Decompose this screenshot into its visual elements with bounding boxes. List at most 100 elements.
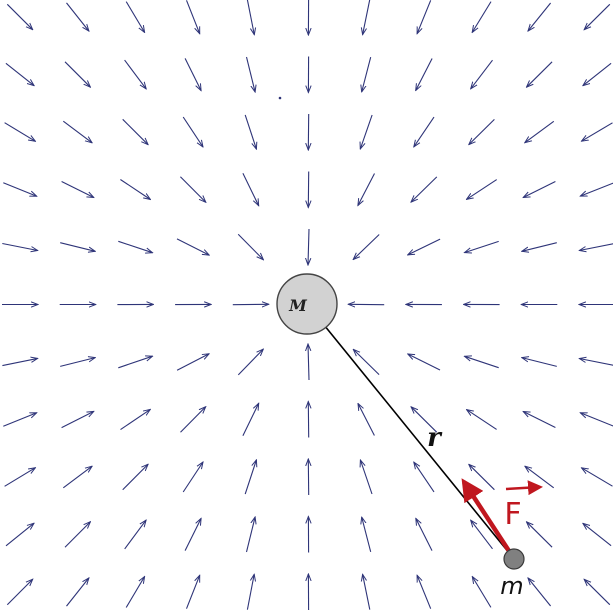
field-arrow (60, 358, 95, 367)
field-arrow (182, 462, 203, 493)
field-arrow (2, 358, 37, 367)
field-arrow (120, 409, 151, 431)
field-arrow (523, 412, 556, 428)
field-arrow (66, 578, 89, 607)
field-arrow (2, 242, 37, 251)
field-arrow (5, 62, 34, 85)
field-arrow (245, 517, 256, 553)
field-arrow (580, 182, 613, 197)
field-arrow (362, 517, 372, 553)
field-arrow (358, 404, 375, 436)
field-arrow (66, 2, 89, 31)
field-arrow (471, 59, 493, 89)
field-arrow (584, 579, 611, 606)
field-arrow (411, 176, 438, 202)
field-arrow (582, 122, 613, 141)
field-arrow (62, 120, 92, 143)
field-arrow (61, 411, 94, 429)
field-arrow (414, 462, 435, 493)
field-arrow (180, 407, 206, 433)
central-mass: M (276, 273, 338, 335)
field-arrow (363, 0, 371, 35)
central-mass-label: M (288, 296, 308, 315)
field-arrow (417, 0, 432, 33)
field-arrow (120, 179, 150, 200)
field-arrow (353, 234, 380, 260)
field-arrow (584, 3, 611, 29)
field-arrow (579, 359, 613, 366)
field-arrow (308, 344, 309, 381)
field-arrow (118, 356, 152, 369)
field-arrow (122, 464, 148, 491)
field-arrow (6, 579, 32, 606)
field-arrow (416, 58, 433, 91)
field-arrow (465, 356, 499, 369)
field-arrow (124, 59, 147, 89)
field-arrow (64, 522, 90, 548)
force-vector-overbar (505, 480, 543, 496)
field-arrow (237, 233, 263, 260)
distance-label: r (427, 423, 443, 453)
field-arrow (469, 119, 495, 144)
field-arrow (4, 122, 36, 142)
field-arrow (125, 577, 144, 608)
field-arrow (528, 578, 552, 607)
field-arrow (353, 349, 380, 375)
field-arrow (124, 520, 146, 550)
field-arrow (244, 114, 256, 149)
field-arrow (176, 354, 209, 371)
field-arrow (185, 575, 201, 609)
field-arrow (583, 62, 612, 85)
field-arrow (360, 460, 373, 495)
field-arrow (184, 518, 201, 551)
field-arrow (360, 114, 373, 149)
field-arrow (522, 358, 557, 367)
field-arrow (4, 468, 36, 487)
field-arrow (525, 120, 555, 142)
field-arrow (414, 116, 435, 147)
force-label-group: F (504, 480, 543, 532)
field-arrow (467, 179, 498, 200)
field-arrow (180, 176, 205, 203)
field-arrow (246, 0, 254, 35)
field-arrow (60, 242, 95, 252)
field-arrow (525, 466, 555, 489)
field-arrow (579, 243, 613, 251)
field-arrow (125, 1, 144, 33)
test-mass-label: m (500, 572, 523, 600)
central-mass-circle (276, 273, 338, 335)
field-arrow (408, 238, 441, 255)
field-arrow (411, 407, 438, 433)
field-arrow (527, 522, 553, 548)
field-arrow (408, 354, 441, 371)
field-arrow (469, 464, 495, 491)
field-arrow (64, 61, 90, 87)
field-arrow (308, 228, 309, 265)
test-mass: m (500, 548, 525, 600)
stray-dot (278, 96, 282, 100)
field-arrow (528, 2, 552, 31)
field-arrow (522, 242, 557, 252)
field-arrow (61, 181, 94, 198)
field-arrow (62, 466, 92, 489)
field-arrow (182, 116, 203, 147)
field-arrow (417, 575, 432, 609)
field-arrow (465, 240, 499, 252)
field-arrow (245, 56, 256, 92)
field-arrow (242, 173, 259, 205)
field-arrow (527, 61, 553, 87)
distance-line (306, 303, 515, 560)
field-arrow (6, 3, 32, 29)
field-arrow (3, 413, 36, 427)
field-arrow (5, 523, 34, 547)
force-arrow (461, 478, 511, 553)
field-arrow (237, 349, 263, 376)
field-arrow (471, 520, 493, 550)
field-arrow (467, 410, 497, 430)
field-arrow (583, 523, 612, 547)
force-label: F (504, 497, 521, 532)
field-arrow (242, 403, 259, 436)
